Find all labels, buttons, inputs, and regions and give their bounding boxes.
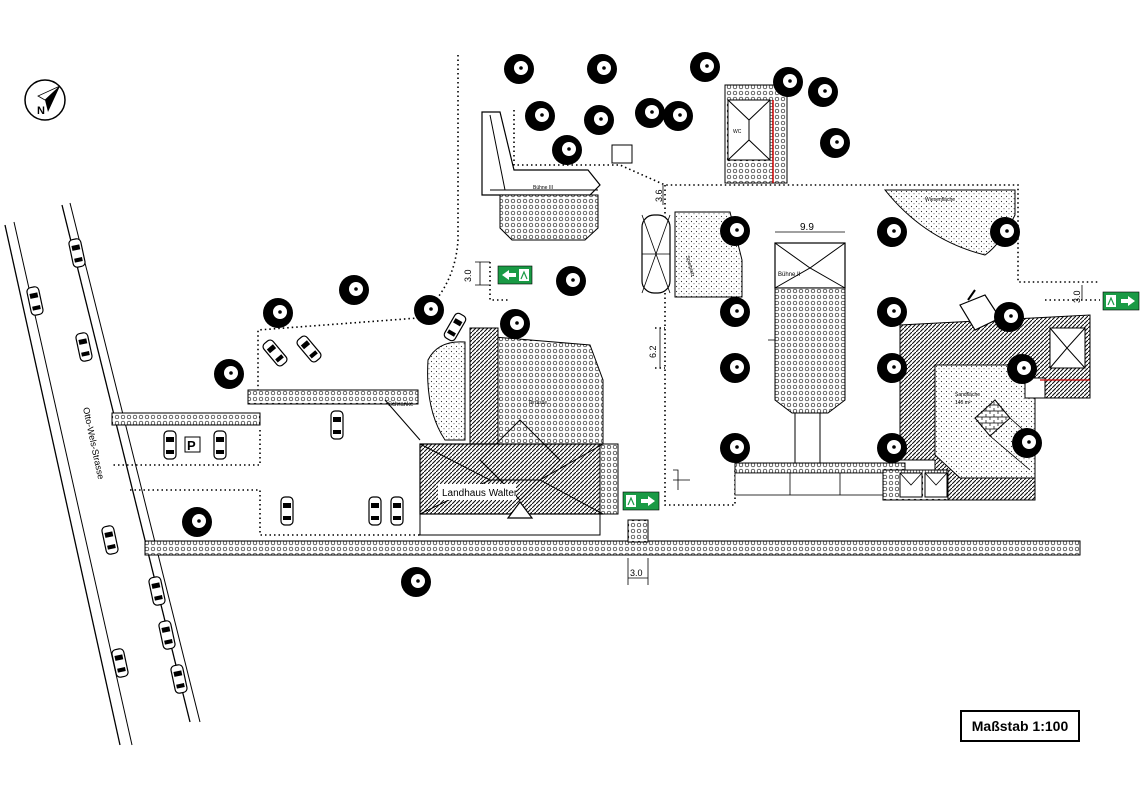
main-building: Landhaus Walter Terrasse (419, 327, 619, 536)
terrace-label: Terrasse (528, 400, 547, 406)
tree (690, 52, 720, 82)
dim-middle-path: 6.2 (648, 345, 658, 358)
dim-right-exit: 3.0 (1072, 290, 1082, 303)
tree (773, 67, 803, 97)
tree (584, 105, 614, 135)
car (213, 430, 227, 460)
garden-wall (247, 389, 419, 405)
stage-2-label: Bühne II (778, 272, 801, 278)
meadow-label: Wiesenfläche (925, 197, 955, 203)
tree (877, 217, 907, 247)
car (442, 311, 468, 343)
entrance-path (627, 519, 649, 543)
dim-bottom-exit: 3.0 (630, 568, 643, 578)
tree (990, 217, 1020, 247)
tree (339, 275, 369, 305)
sand-area: 140 m² (955, 400, 971, 406)
dim-left-exit: 3.0 (463, 269, 473, 282)
tree (587, 54, 617, 84)
stage-3: Bühne III (481, 111, 633, 241)
car (330, 410, 344, 440)
dimensions (475, 185, 1083, 585)
dim-stage-width: 9.9 (800, 222, 814, 233)
barrier-label: Schranke (388, 402, 414, 408)
exit-sign-left (497, 265, 533, 285)
tree (994, 302, 1024, 332)
exit-sign-right (1102, 291, 1140, 311)
tree (556, 266, 586, 296)
sand-label: Sandfläche (955, 392, 980, 398)
scale-label: Maßstab 1:100 (960, 710, 1080, 742)
parking-area: P Schranke (163, 311, 468, 526)
car (280, 496, 294, 526)
tree (414, 295, 444, 325)
exit-sign-bottom (622, 491, 660, 511)
car (260, 337, 290, 369)
tree (1012, 428, 1042, 458)
tree (214, 359, 244, 389)
tree (877, 433, 907, 463)
wc-building: WC (724, 84, 788, 184)
parking-strip (111, 412, 261, 426)
tree (877, 297, 907, 327)
tree (808, 77, 838, 107)
tree (263, 298, 293, 328)
tree (525, 101, 555, 131)
main-building-label: Landhaus Walter (442, 488, 518, 499)
car (368, 496, 382, 526)
tree (500, 309, 530, 339)
tree (720, 297, 750, 327)
tree (877, 353, 907, 383)
parking-sign-letter: P (187, 438, 196, 453)
compass: N (24, 79, 66, 121)
tree (552, 135, 582, 165)
stage-2: Bühne II 9.9 (768, 222, 846, 471)
dim-top-path: 3.6 (654, 189, 664, 202)
car (163, 430, 177, 460)
parking-sign (184, 436, 201, 453)
tree (1007, 354, 1037, 384)
playground-label: Spielplatz (684, 255, 696, 278)
terrace-strip (673, 462, 906, 496)
tree (663, 101, 693, 131)
tree (504, 54, 534, 84)
tree (720, 216, 750, 246)
compass-letter: N (37, 105, 45, 117)
tree (401, 567, 431, 597)
tree (820, 128, 850, 158)
tree (720, 433, 750, 463)
car (169, 663, 189, 695)
tree (720, 353, 750, 383)
car (390, 496, 404, 526)
street: Otto-Wels-Strasse (0, 195, 201, 795)
tree (182, 507, 212, 537)
right-area: Wiesenfläche Sandfläche 140 m² (882, 189, 1091, 501)
stage-3-label: Bühne III (533, 185, 553, 191)
car (294, 333, 324, 365)
sidewalk (144, 540, 1081, 556)
wc-label: WC (733, 129, 742, 135)
tree (635, 98, 665, 128)
